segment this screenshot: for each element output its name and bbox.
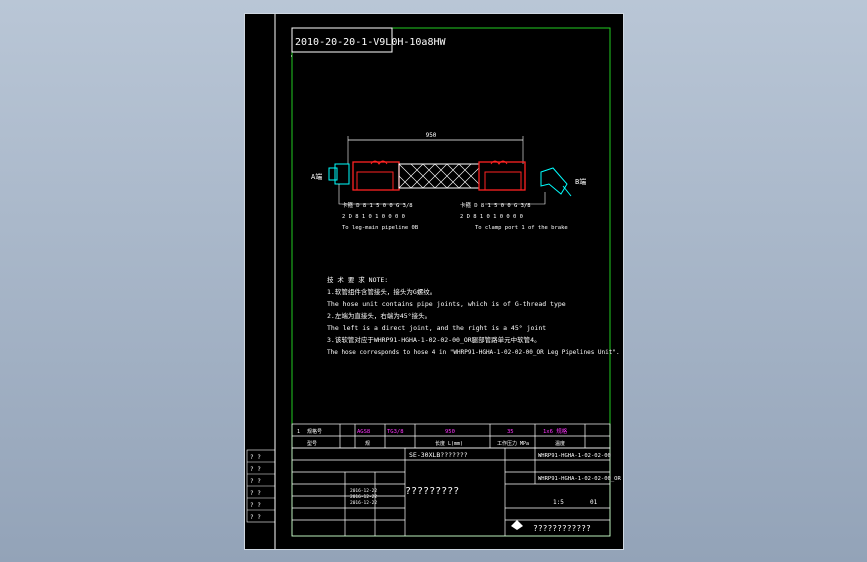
cad-drawing: 2010-20-20-1-V9L0H-10a8HW 950 A端 B端 卡箍 D… (246, 14, 621, 549)
left-note-en: To leg-main pipeline 0B (342, 225, 419, 231)
date-1: 2016-12-22 (350, 494, 377, 500)
spec-value-4: 1x6 规格 (543, 427, 568, 435)
drawing-code: 2010-20-20-1-V9L0H-10a8HW (295, 37, 446, 48)
right-45-fitting (540, 167, 568, 195)
spec-label-1: 规格号 (307, 428, 322, 435)
left-straight-fitting (334, 163, 350, 185)
note-line-3: 2.左端为直接头，右端为45°接头。 (327, 311, 431, 320)
hose-assembly (328, 160, 572, 205)
spec-label-0: 1 (297, 429, 300, 435)
note-line-5: 3.该软管对应于WHRP91-HGHA-1-02-02-00_OR腿部管路单元中… (327, 335, 541, 344)
right-crimp (478, 161, 526, 191)
rev-1: ? ? (250, 466, 261, 473)
technical-notes: 技 术 要 求 NOTE: 1.软管组件含管接头，接头为G螺纹。 The hos… (327, 275, 620, 356)
spec-caption-4: 温度 (555, 440, 565, 447)
right-note-en: To clamp port 1 of the brake (475, 225, 568, 231)
right-note-cn: 卡箍 D 8 1 5 0 0 G 3/8 (460, 201, 531, 209)
drawing-number-2: WHRP91-HGHA-1-02-02-00_OR (538, 476, 621, 482)
note-line-2: The hose unit contains pipe joints, whic… (327, 300, 566, 308)
spec-caption-0: 型号 (307, 440, 317, 447)
right-note-cn2: 2 D 8 1 0 1 0 0 0 0 (460, 214, 523, 220)
left-note-cn: 卡箍 D 8 1 5 0 0 G 3/8 (342, 201, 413, 209)
code-box (291, 27, 393, 53)
rev-0: ? ? (250, 454, 261, 461)
note-line-1: 1.软管组件含管接头，接头为G螺纹。 (327, 287, 436, 296)
rev-5: ? ? (250, 514, 261, 521)
rev-2: ? ? (250, 478, 261, 485)
note-line-6: The hose corresponds to hose 4 in "WHRP9… (327, 349, 620, 356)
sheet-number: 01 (590, 499, 598, 506)
spec-caption-2: 长度 L(mm) (435, 440, 463, 447)
title-block (291, 447, 611, 537)
spec-value-2: 950 (445, 429, 455, 435)
spec-caption-3: 工作压力 MPa (497, 440, 529, 447)
spec-value-3: 35 (507, 429, 514, 435)
company-logo (511, 520, 523, 530)
spec-value-1: TG3/8 (387, 429, 404, 435)
drawing-sheet: 2010-20-20-1-V9L0H-10a8HW 950 A端 B端 卡箍 D… (244, 13, 624, 550)
company-name: ???????????? (533, 524, 591, 533)
dimension-value: 950 (426, 132, 437, 139)
spec-caption-1: 规 (365, 440, 370, 447)
left-end-label: A端 (311, 172, 322, 181)
note-line-0: 技 术 要 求 NOTE: (327, 275, 388, 284)
date-0: 2016-12-22 (350, 488, 377, 494)
right-end-label: B端 (575, 177, 586, 186)
note-line-4: The left is a direct joint, and the righ… (327, 324, 546, 332)
revision-column (246, 449, 276, 523)
rev-4: ? ? (250, 502, 261, 509)
left-note-cn2: 2 D 8 1 0 1 0 0 0 0 (342, 214, 405, 220)
drawing-number: WHRP91-HGHA-1-02-02-00 (538, 453, 611, 459)
material-line: SE-30XLB??????? (409, 451, 468, 459)
spec-value-0: AGS8 (357, 429, 370, 435)
scale: 1:5 (553, 499, 564, 506)
left-crimp (352, 161, 400, 191)
date-2: 2016-12-22 (350, 500, 377, 506)
part-name: ????????? (405, 486, 459, 497)
rev-3: ? ? (250, 490, 261, 497)
